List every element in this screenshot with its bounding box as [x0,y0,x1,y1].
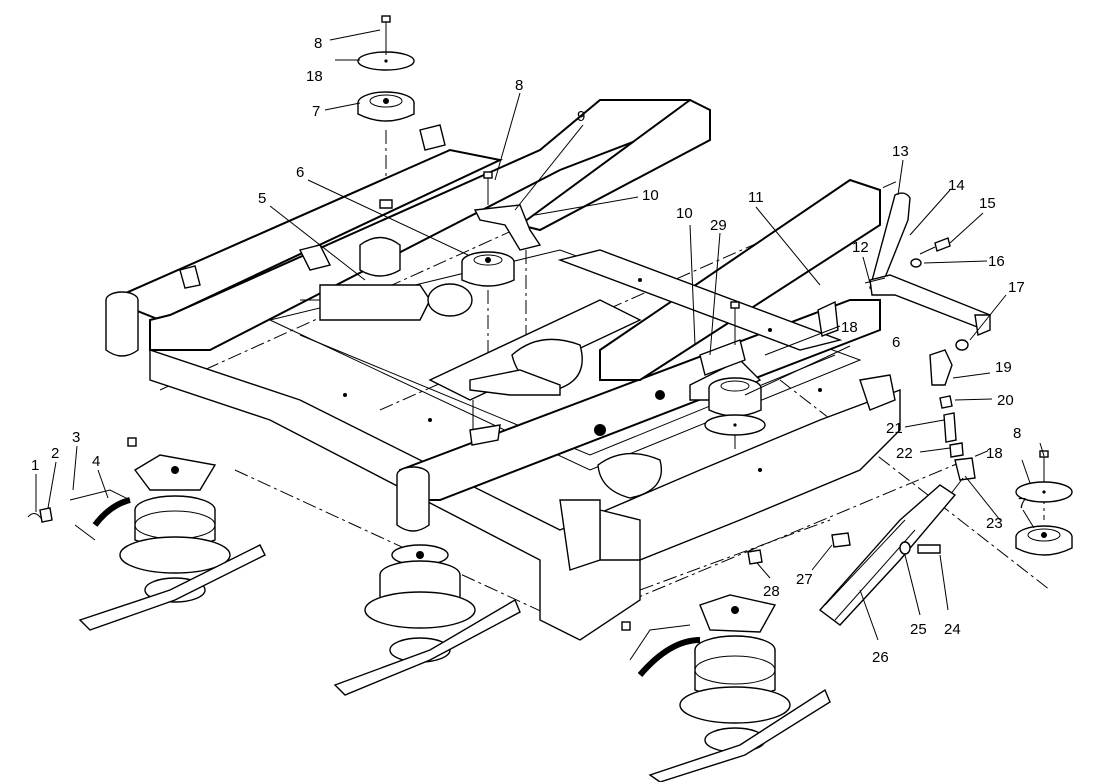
callout-15: 15 [979,195,996,212]
mower-deck-frame [105,98,901,641]
callout-1: 1 [31,457,39,474]
callout-21: 21 [886,420,903,437]
callout-3: 3 [72,429,80,446]
callout-labels: 1 2 3 4 5 6 6 7 7 8 8 8 9 10 10 11 12 13… [31,35,1026,666]
callout-18c: 18 [986,445,1003,462]
callout-16: 16 [988,253,1005,270]
left-spindle [27,437,266,631]
callout-leaders [35,29,1045,641]
discharge-chute [747,484,957,626]
callout-27: 27 [796,571,813,588]
callout-22: 22 [896,445,913,462]
callout-19: 19 [995,359,1012,376]
idler-arm-assembly [298,204,762,446]
pulleys [357,15,1073,556]
callout-5: 5 [258,190,266,207]
callout-17: 17 [1008,279,1025,296]
adjust-linkage [864,192,991,496]
callout-7a: 7 [312,103,320,120]
callout-9: 9 [577,108,585,125]
callout-7b: 7 [1018,495,1026,512]
callout-14: 14 [948,177,965,194]
callout-29: 29 [710,217,727,234]
callout-11: 11 [748,189,764,206]
callout-18b: 18 [841,319,858,336]
callout-6a: 6 [296,164,304,181]
callout-10a: 10 [642,187,659,204]
callout-8b: 8 [515,77,523,94]
callout-4: 4 [92,453,100,470]
callout-13: 13 [892,143,909,160]
callout-18a: 18 [306,68,323,85]
callout-23: 23 [986,515,1003,532]
callout-26: 26 [872,649,889,666]
callout-12: 12 [852,239,869,256]
callout-8c: 8 [1013,425,1021,442]
callout-8a: 8 [314,35,322,52]
center-spindle [333,544,521,696]
callout-6b: 6 [892,334,900,351]
callout-25: 25 [910,621,927,638]
callout-2: 2 [51,445,59,462]
callout-28: 28 [763,583,780,600]
callout-10b: 10 [676,205,693,222]
right-spindle [621,594,831,782]
callout-24: 24 [944,621,961,638]
callout-20: 20 [997,392,1014,409]
